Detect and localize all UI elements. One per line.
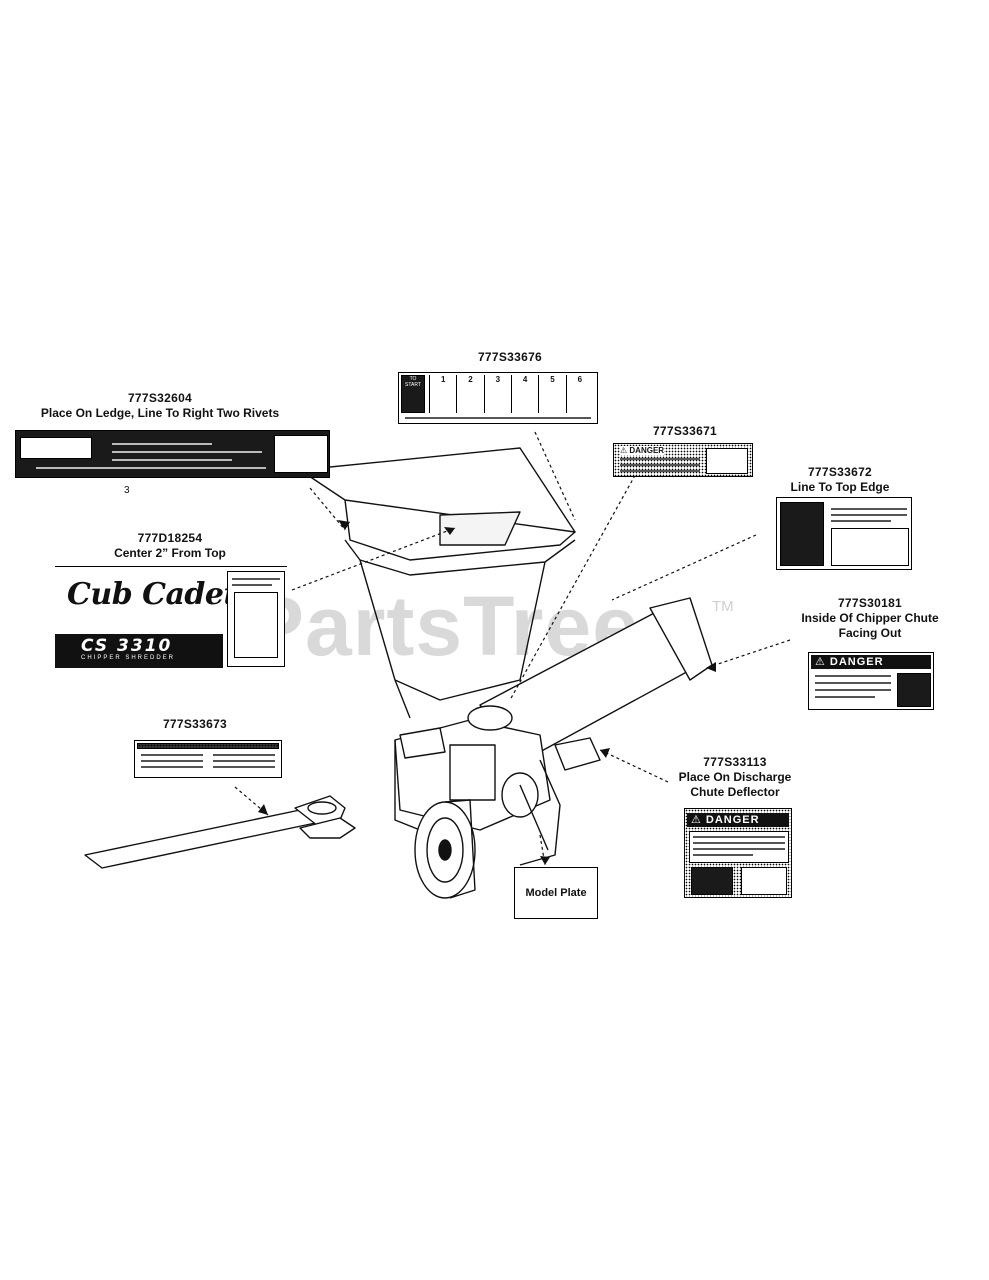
instruction-panel <box>227 571 285 667</box>
hand-pictogram <box>691 867 733 895</box>
watermark-tm: TM <box>712 598 734 615</box>
danger-banner: ⚠ DANGER <box>687 813 789 827</box>
step-6: 6 <box>565 375 593 413</box>
warning-pictogram <box>780 502 824 566</box>
hopper-decal <box>439 511 521 546</box>
model-plate: Model Plate <box>514 867 598 919</box>
callout-777D18254: 777D18254 Center 2” From Top <box>100 531 240 561</box>
decal-777S30181: ⚠ DANGER <box>808 652 934 710</box>
pictogram-strip <box>20 437 92 459</box>
part-number: 777S33676 <box>477 350 543 364</box>
danger-banner: ⚠ DANGER <box>811 655 931 669</box>
decal-777S33671: ⚠ DANGER <box>613 443 753 477</box>
callout-777S30181: 777S30181 Inside Of Chipper Chute Facing… <box>795 596 945 641</box>
part-number: 777S33113 <box>703 755 767 769</box>
placement-note: Inside Of Chipper Chute <box>801 611 939 625</box>
chute-pictogram <box>831 528 909 566</box>
callout-777S33676: 777S33676 <box>440 350 580 365</box>
part-number: 777S33671 <box>652 424 718 438</box>
to-start-label: TO START <box>401 375 425 413</box>
part-number: 777S33672 <box>807 465 873 479</box>
placement-note: Center 2” From Top <box>114 546 226 560</box>
step-4: 4 <box>510 375 538 413</box>
danger-word: ⚠ DANGER <box>620 446 665 455</box>
warning-text-block <box>689 831 789 863</box>
callout-777S32604: 777S32604 Place On Ledge, Line To Right … <box>40 391 280 421</box>
small-number: 3 <box>124 485 130 496</box>
part-number: 777S30181 <box>837 596 903 610</box>
placement-note-2: Chute Deflector <box>690 785 780 799</box>
callout-777S33671: 777S33671 <box>620 424 750 439</box>
callout-777S33672: 777S33672 Line To Top Edge <box>780 465 900 495</box>
decal-777S33672 <box>776 497 912 570</box>
warning-panel <box>274 435 328 473</box>
step-3: 3 <box>483 375 511 413</box>
placement-note-2: Facing Out <box>838 626 902 640</box>
decal-777S33673 <box>134 740 282 778</box>
part-number: 777D18254 <box>137 531 203 545</box>
part-number: 777S32604 <box>127 391 193 405</box>
placement-note: Line To Top Edge <box>790 480 890 494</box>
model-band: CS 3310 CHIPPER SHREDDER <box>55 634 223 668</box>
step-5: 5 <box>538 375 565 413</box>
decal-777D18254: Cub Cadet CS 3310 CHIPPER SHREDDER <box>55 566 287 668</box>
placement-note: Place On Discharge <box>678 770 792 784</box>
placement-note: Place On Ledge, Line To Right Two Rivets <box>40 406 280 420</box>
decal-777S33676: TO START 1 2 3 4 5 6 <box>398 372 598 424</box>
tamper-tool <box>84 809 321 869</box>
start-steps: 1 2 3 4 5 6 <box>429 375 593 413</box>
part-number: 777S33673 <box>162 717 228 731</box>
debris-pictogram <box>741 867 787 895</box>
callout-777S33673: 777S33673 <box>140 717 250 732</box>
decal-777S33113: ⚠ DANGER <box>684 808 792 898</box>
operator-pictogram <box>234 592 278 658</box>
hand-pictogram <box>706 448 748 474</box>
model-name: CS 3310 <box>81 636 173 656</box>
hand-pictogram <box>897 673 931 707</box>
decal-777S32604 <box>15 430 330 478</box>
brand-logo: Cub Cadet <box>67 577 237 612</box>
step-1: 1 <box>429 375 456 413</box>
callout-777S33113: 777S33113 Place On Discharge Chute Defle… <box>665 755 805 800</box>
step-2: 2 <box>456 375 483 413</box>
model-subtitle: CHIPPER SHREDDER <box>81 655 176 661</box>
